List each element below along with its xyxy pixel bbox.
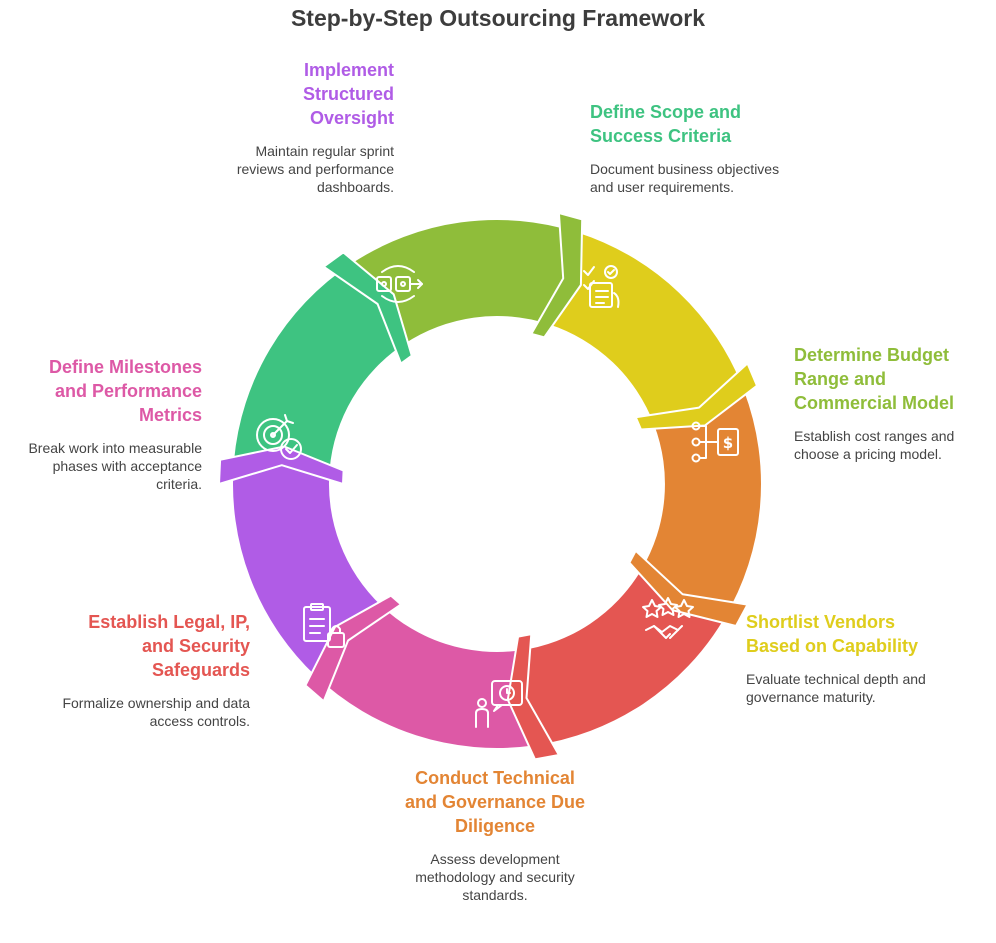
segment-tab [634, 362, 758, 431]
clipboard-lock-icon [303, 603, 345, 648]
segment-tab [322, 251, 413, 365]
person-clock-icon [475, 680, 523, 728]
segment-tab [628, 549, 749, 627]
ring-segment [641, 390, 761, 619]
step-title: Conduct Technical and Governance Due Dil… [404, 768, 586, 836]
step-title: Establish Legal, IP, and Security Safegu… [88, 612, 250, 680]
step-title: Define Milestones and Performance Metric… [48, 357, 202, 425]
svg-text:$: $ [723, 434, 733, 452]
ring-segment [548, 232, 744, 425]
page-title: Step-by-Step Outsourcing Framework [290, 5, 706, 31]
segment-tab [304, 594, 402, 703]
step-description: Break work into measurable phases with a… [28, 440, 202, 492]
step-define-scope: Define Scope and Success Criteria Docume… [590, 100, 790, 196]
step-determine-budget: Determine Budget Range and Commercial Mo… [794, 343, 984, 463]
ring-segment [351, 219, 578, 344]
segment-tab [218, 445, 345, 485]
segment-tab [506, 633, 560, 761]
step-description: Establish cost ranges and choose a prici… [794, 428, 955, 462]
step-structured-oversight: Implement Structured Oversight Maintain … [215, 58, 394, 196]
step-title: Determine Budget Range and Commercial Mo… [794, 345, 955, 413]
step-description: Document business objectives and user re… [590, 161, 780, 195]
step-shortlist-vendors: Shortlist Vendors Based on Capability Ev… [746, 610, 946, 706]
step-legal-safeguards: Establish Legal, IP, and Security Safegu… [60, 610, 250, 730]
step-description: Formalize ownership and data access cont… [62, 695, 250, 729]
ring-segment [315, 605, 534, 748]
step-description: Evaluate technical depth and governance … [746, 671, 926, 705]
step-define-milestones: Define Milestones and Performance Metric… [18, 355, 202, 493]
review-flow-icon [376, 265, 423, 303]
step-description: Maintain regular sprint reviews and perf… [236, 143, 394, 195]
step-title: Define Scope and Success Criteria [590, 102, 742, 146]
step-description: Assess development methodology and secur… [415, 851, 575, 903]
ring-segment [234, 264, 405, 470]
segment-tab [530, 212, 584, 339]
checklist-icon [583, 265, 620, 308]
step-title: Shortlist Vendors Based on Capability [746, 612, 919, 656]
pricing-model-icon: $ [691, 421, 739, 463]
target-check-icon [256, 414, 302, 460]
step-due-diligence: Conduct Technical and Governance Due Dil… [404, 766, 586, 904]
step-title: Implement Structured Oversight [302, 60, 394, 128]
stars-handshake-icon [642, 597, 694, 639]
